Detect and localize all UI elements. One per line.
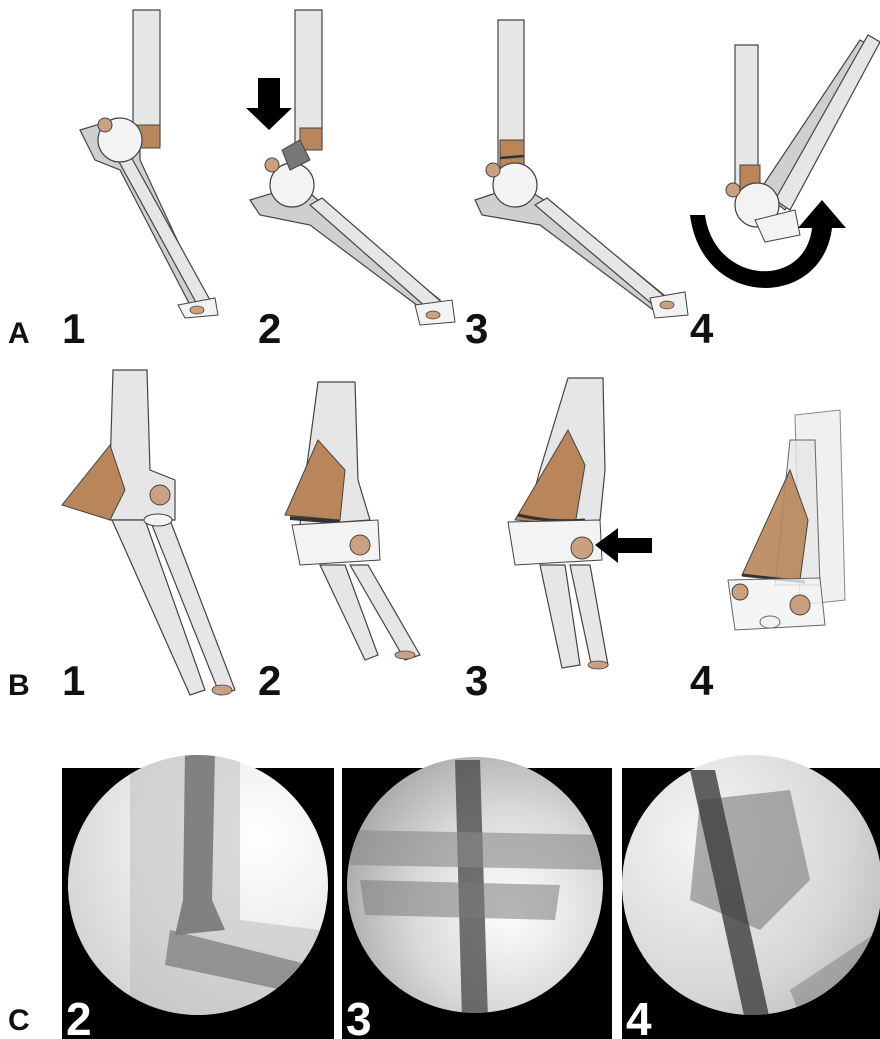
distal-nucleus [588,661,608,669]
down-arrow-icon [246,78,292,130]
ulna [250,185,440,315]
panel-a4-label: 4 [690,305,714,352]
panel-b4-label: 4 [690,657,714,704]
radius [310,198,445,315]
trochlea-nucleus [732,584,748,600]
panel-b1-label: 1 [62,657,85,704]
row-c-letter: C [8,1004,30,1037]
distal-nucleus [660,301,674,309]
distal-nucleus [212,685,232,695]
left-arrow-icon [595,528,652,563]
panel-b4-elbow-illustration [728,410,845,630]
panel-a1-label: 1 [62,305,85,352]
panel-a3-label: 3 [465,305,488,352]
ossification-nucleus [265,158,279,172]
radial-head [144,514,172,526]
xray-panel-2: 2 [62,750,342,1039]
row-b-letter: B [8,669,30,702]
panel-b3-label: 3 [465,657,488,704]
ossification-nucleus [98,118,112,132]
radius [775,35,880,210]
xray-panel-3-label: 3 [346,993,372,1039]
panel-b2-elbow-illustration [285,382,420,660]
xray-panel-4-label: 4 [626,993,652,1039]
row-b: B 1 2 3 4 [8,370,845,704]
panel-b1-elbow-illustration [62,370,235,695]
panel-a4-elbow-illustration [690,35,880,288]
ossification-nucleus [486,163,500,177]
panel-a3-elbow-illustration [475,20,688,318]
distal-nucleus [190,306,204,314]
xray-panel-3: 3 [342,750,622,1039]
distal-nucleus [426,311,440,319]
panel-a1-elbow-illustration [80,10,218,318]
capitellum-nucleus [571,537,593,559]
xray-panel-4: 4 [620,750,880,1039]
xray-panel-2-label: 2 [66,993,92,1039]
capitellum-nucleus [350,535,370,555]
xray-bone-band-upper [350,830,610,870]
humerus-shaft [295,10,322,148]
radial-head [760,616,780,628]
row-a-letter: A [8,317,30,350]
capitellum-nucleus [790,595,810,615]
panel-a2-elbow-illustration [246,10,455,325]
row-a: A 1 2 3 4 [8,10,880,352]
capitellum-nucleus [150,485,170,505]
row-c: C 2 3 [8,750,880,1039]
ossification-nucleus [726,183,740,197]
panel-a2-label: 2 [258,305,281,352]
panel-b3-elbow-illustration [508,378,652,669]
xray-bone-band-lower [360,880,560,920]
distal-nucleus [395,651,415,659]
panel-b2-label: 2 [258,657,281,704]
radius [118,155,210,306]
